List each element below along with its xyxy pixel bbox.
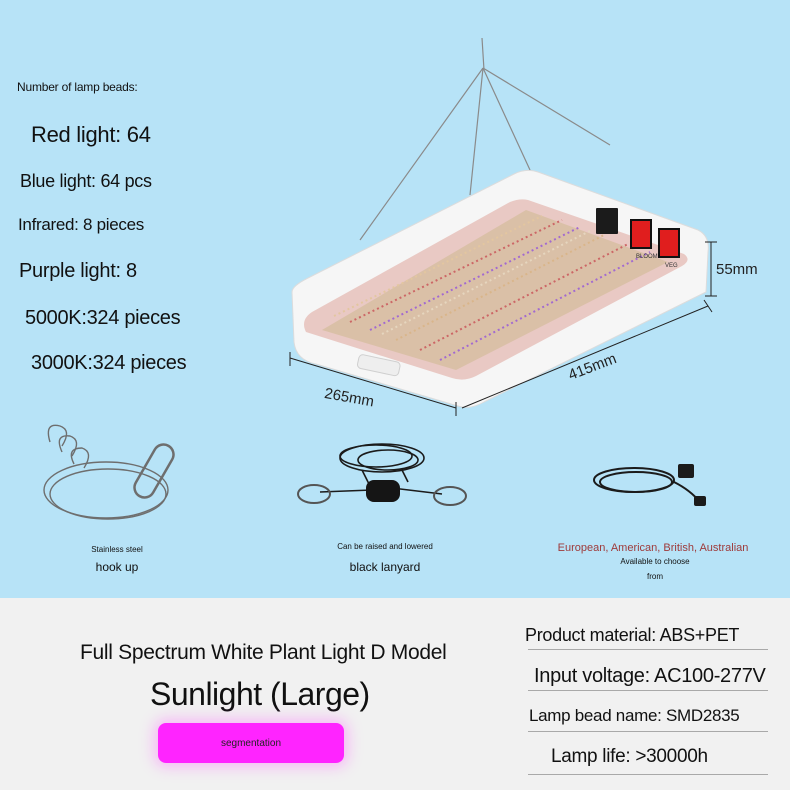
veg-switch-label: VEG (665, 263, 678, 269)
product-name: Sunlight (Large) (150, 676, 370, 712)
hook-image (43, 424, 175, 520)
power-socket (596, 208, 618, 234)
spec-5000k: 5000K:324 pieces (25, 307, 181, 329)
hanging-wires (359, 37, 611, 241)
lamp-life: Lamp life: >30000h (551, 746, 708, 767)
lamp-handle (357, 354, 401, 377)
spec-blue-light: Blue light: 64 pcs (20, 171, 152, 191)
spec-red-light: Red light: 64 (31, 122, 151, 147)
lamp-beads-title: Number of lamp beads: (17, 80, 138, 94)
input-voltage: Input voltage: AC100-277V (534, 665, 766, 687)
hook-caption: hook up (95, 560, 139, 574)
height-dimension: 55mm (716, 261, 758, 278)
bottom-panel (0, 598, 790, 790)
bloom-switch-label: BLOOM (636, 254, 658, 260)
lanyard-caption: black lanyard (349, 560, 421, 574)
grow-light-image: BLOOM VEG (289, 37, 717, 416)
bloom-switch[interactable] (630, 219, 652, 249)
plug-available-caption: Available to choose (620, 557, 690, 566)
lamp-bead-name: Lamp bead name: SMD2835 (529, 706, 740, 725)
lanyard-image (297, 443, 467, 506)
power-cord-image (593, 464, 706, 506)
plug-types-caption: European, American, British, Australian (557, 542, 749, 554)
veg-switch[interactable] (658, 228, 680, 258)
spec-infrared: Infrared: 8 pieces (18, 215, 144, 234)
hook-caption-small: Stainless steel (91, 545, 143, 554)
divider (528, 690, 768, 691)
dimension-lines (289, 241, 717, 416)
lanyard-caption-small: Can be raised and lowered (337, 542, 433, 551)
divider (528, 731, 768, 732)
plug-from-caption: from (647, 572, 663, 581)
product-material: Product material: ABS+PET (525, 625, 740, 645)
divider (528, 774, 768, 775)
spec-3000k: 3000K:324 pieces (31, 352, 187, 374)
spec-purple-light: Purple light: 8 (19, 260, 137, 282)
divider (528, 649, 768, 650)
segmentation-button[interactable]: segmentation (158, 723, 344, 763)
model-title: Full Spectrum White Plant Light D Model (80, 641, 447, 664)
